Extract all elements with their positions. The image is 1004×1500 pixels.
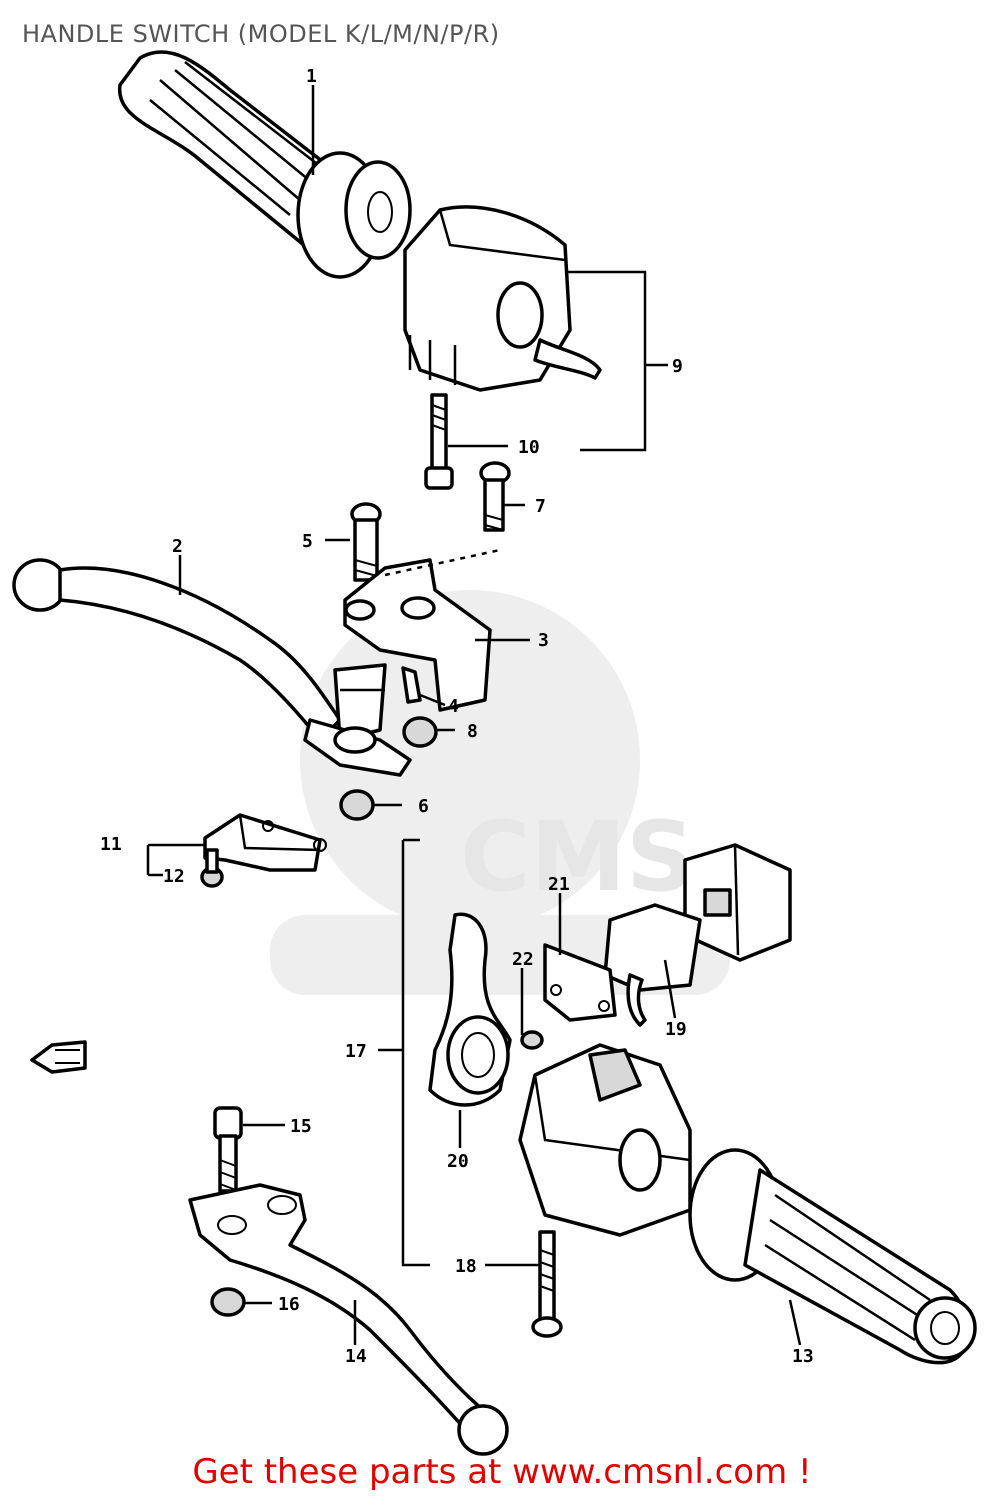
callout-7: 7 xyxy=(535,496,546,517)
callout-18: 18 xyxy=(455,1256,477,1277)
front-arrow-icon xyxy=(30,1040,87,1074)
callout-1: 1 xyxy=(306,66,317,87)
part-11-clutch-switch xyxy=(203,813,327,872)
callout-labels: 1 2 3 4 5 6 7 8 9 10 11 12 13 14 15 16 1… xyxy=(100,66,814,1367)
leader-lines xyxy=(146,85,802,1346)
footer-parts-link[interactable]: Get these parts at www.cmsnl.com ! xyxy=(192,1452,812,1492)
part-6-nut xyxy=(339,789,375,821)
part-22-screw xyxy=(520,1030,544,1050)
part-5-bolt xyxy=(350,502,382,582)
part-15-bolt xyxy=(213,1106,243,1193)
callout-10: 10 xyxy=(518,437,540,458)
part-18-screw xyxy=(531,1230,563,1338)
callout-20: 20 xyxy=(447,1151,469,1172)
callout-8: 8 xyxy=(467,721,478,742)
part-8-nut xyxy=(402,716,438,748)
svg-text:CMS: CMS xyxy=(460,801,695,913)
part-10-screw xyxy=(424,393,454,490)
part-7-screw xyxy=(479,461,511,532)
callout-6: 6 xyxy=(418,796,429,817)
callout-12: 12 xyxy=(163,866,185,887)
callout-9: 9 xyxy=(672,356,683,377)
callout-3: 3 xyxy=(538,630,549,651)
part-16-nut xyxy=(210,1287,246,1317)
callout-13: 13 xyxy=(792,1346,814,1367)
part-19-connector xyxy=(603,843,792,1027)
part-12-screw xyxy=(200,848,224,888)
part-20-cable-guide xyxy=(428,912,512,1107)
callout-14: 14 xyxy=(345,1346,367,1367)
callout-5: 5 xyxy=(302,531,313,552)
part-9-switch-housing xyxy=(403,205,602,392)
part-14-brake-lever xyxy=(188,1183,509,1456)
part-13-grip xyxy=(688,1148,977,1365)
callout-22: 22 xyxy=(512,949,534,970)
part-3-lever-holder xyxy=(303,558,492,777)
callout-11: 11 xyxy=(100,834,122,855)
callout-2: 2 xyxy=(172,536,183,557)
part-1-grip xyxy=(118,50,412,279)
callout-19: 19 xyxy=(665,1019,687,1040)
part-2-clutch-lever xyxy=(12,558,342,742)
callout-21: 21 xyxy=(548,874,570,895)
callout-16: 16 xyxy=(278,1294,300,1315)
callout-17: 17 xyxy=(345,1041,367,1062)
part-17-switch-housing xyxy=(518,1043,692,1237)
callout-4: 4 xyxy=(448,696,459,717)
part-21-switch-plate xyxy=(543,943,617,1022)
callout-15: 15 xyxy=(290,1116,312,1137)
part-4-spring xyxy=(401,666,422,704)
page-title: HANDLE SWITCH (MODEL K/L/M/N/P/R) xyxy=(22,20,500,48)
